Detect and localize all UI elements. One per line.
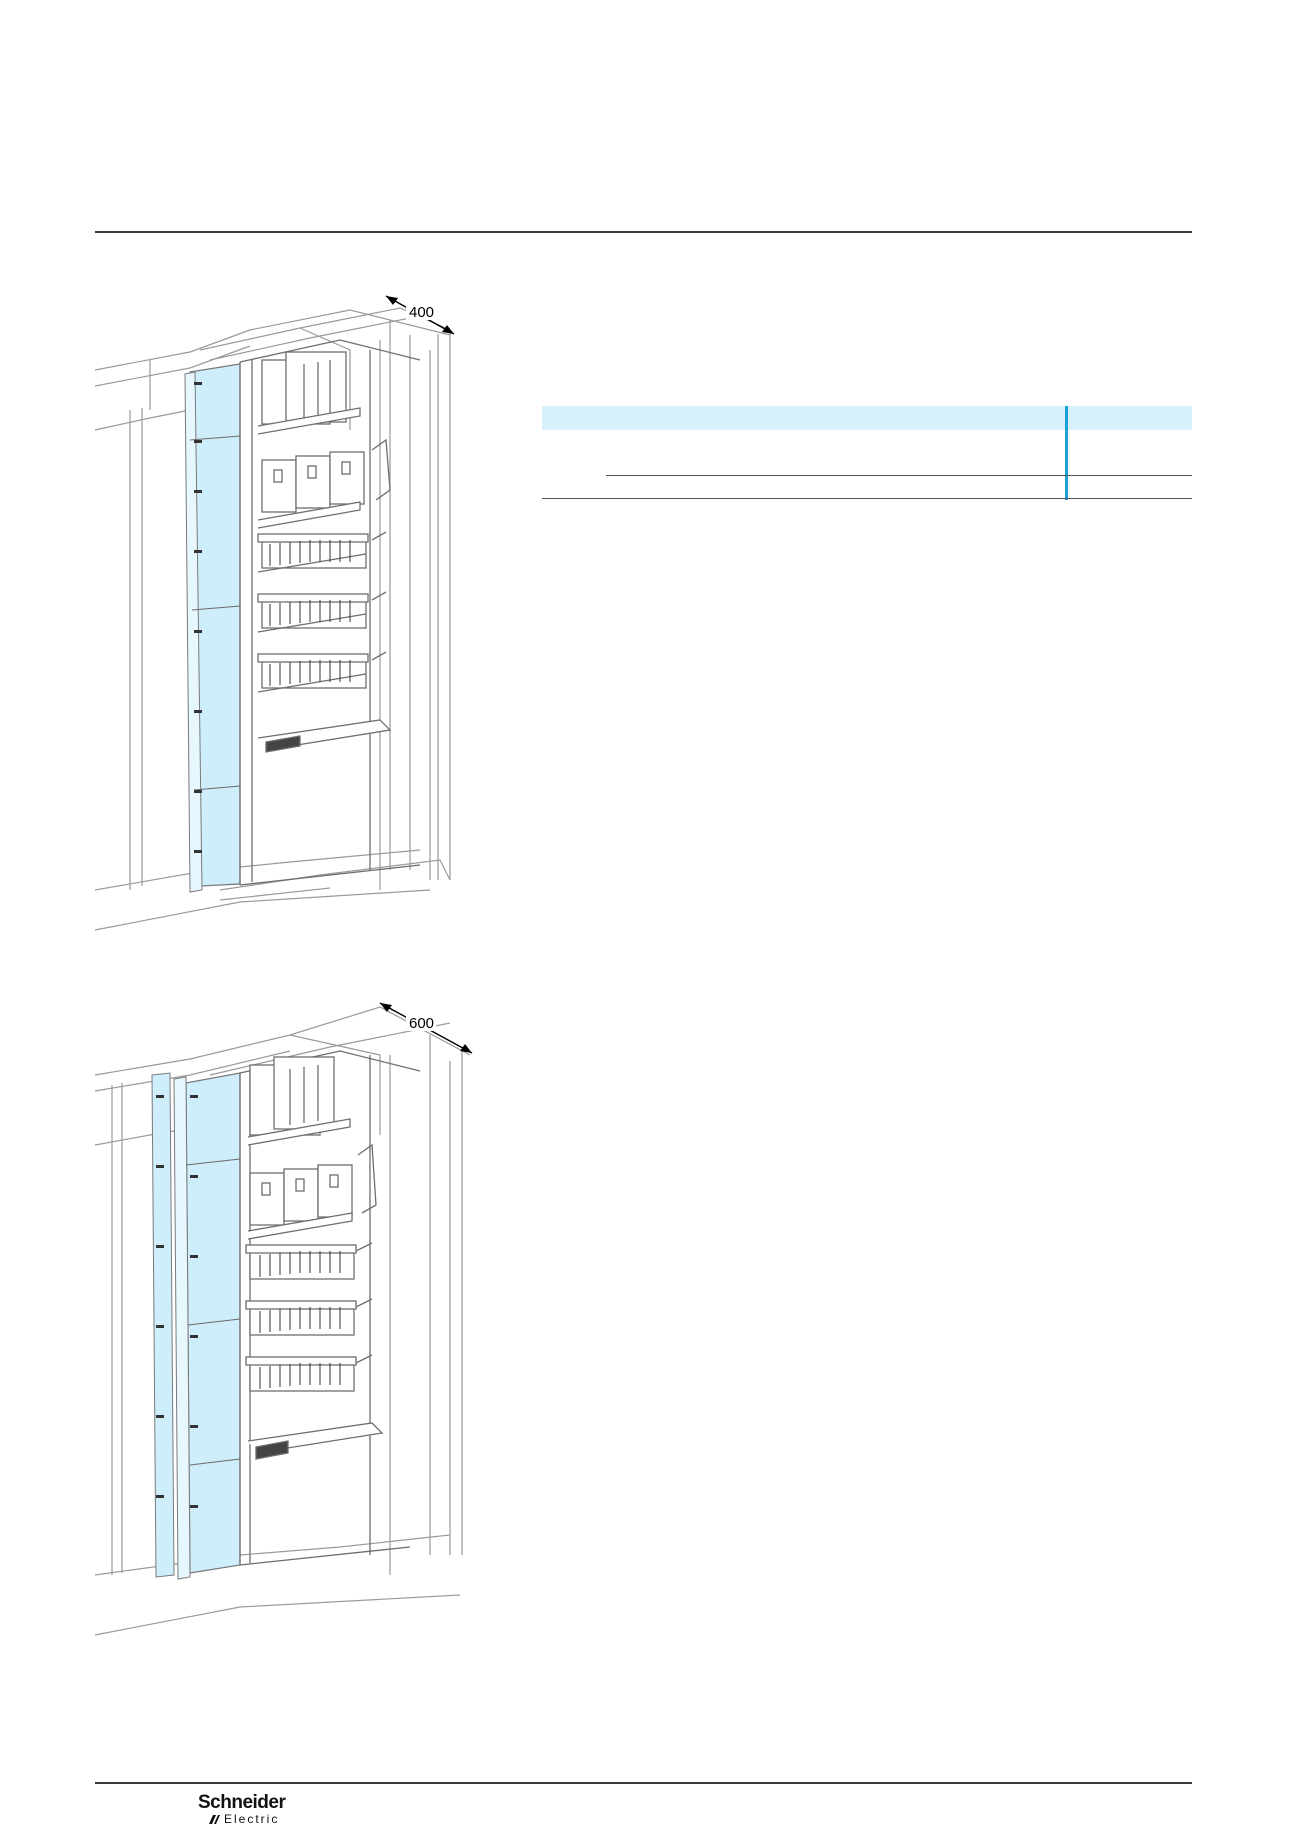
dimension-label-600: 600	[409, 1015, 434, 1032]
schneider-electric-logo: Schneider Electric	[198, 1792, 298, 1828]
table-column-divider	[1065, 406, 1068, 500]
cabinet-illustration-600: 600	[94, 1002, 473, 1636]
header-rule	[95, 231, 1192, 233]
dimension-label-400: 400	[409, 304, 434, 321]
footer-rule	[95, 1782, 1192, 1784]
table-header-band	[542, 406, 1192, 430]
table-row-rule	[606, 475, 1192, 476]
table-bottom-rule	[542, 498, 1192, 499]
logo-brand-name: Schneider	[198, 1792, 286, 1813]
logo-mark-icon	[209, 1815, 220, 1824]
logo-brand-sub: Electric	[224, 1812, 280, 1826]
spec-table	[542, 406, 1192, 500]
cabinet-illustration-400: 400	[94, 295, 455, 931]
